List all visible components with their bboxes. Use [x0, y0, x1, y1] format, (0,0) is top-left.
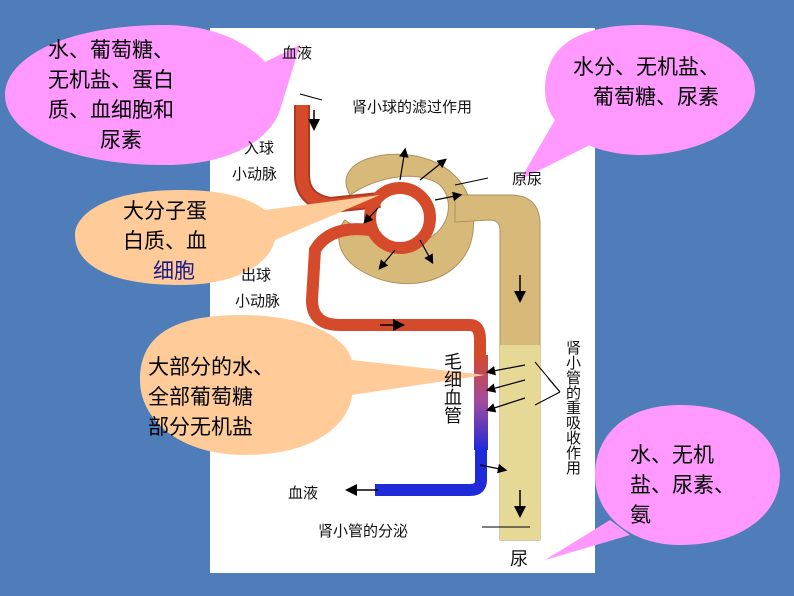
bubble-line: 尿素 — [100, 128, 142, 152]
glomerulus — [364, 182, 436, 254]
label-capillary: 毛细血管 — [441, 352, 462, 424]
bubble-line: 盐、尿素、 — [630, 473, 735, 497]
bubble-top-left: 水、葡萄糖、 无机盐、蛋白 质、血细胞和 尿素 — [48, 35, 248, 155]
bubble-lower-left: 大部分的水、 全部葡萄糖 部分无机盐 — [148, 352, 348, 442]
label-reabsorption: 肾小管的重吸收作用 — [564, 340, 582, 475]
bubble-line: 全部葡萄糖 — [148, 385, 253, 409]
bubble-line: 质、血细胞和 — [48, 98, 174, 122]
label-blood-out: 血液 — [288, 484, 319, 502]
efferent-arteriole — [305, 223, 486, 360]
bubble-top-right-shape — [520, 25, 755, 180]
bubble-top-left-shape — [5, 25, 300, 165]
bubble-mid-left: 大分子蛋 白质、血 细胞 — [123, 196, 253, 286]
peritubular-capillary — [474, 355, 488, 450]
bubble-line: 白质、血 — [123, 229, 207, 253]
bowman-capsule — [338, 153, 475, 285]
label-efferent-arteriole: 出球 小动脉 — [235, 262, 280, 314]
label-afferent-arteriole: 入球 小动脉 — [232, 135, 277, 187]
bubble-line: 大分子蛋 — [123, 199, 207, 223]
label-line: 小动脉 — [235, 292, 281, 310]
label-primary-urine: 原尿 — [512, 170, 543, 188]
label-line: 入球 — [244, 139, 275, 157]
label-blood-in: 血液 — [282, 44, 313, 62]
label-line: 小动脉 — [232, 165, 278, 183]
label-line: 出球 — [241, 266, 272, 284]
bubble-line: 水、无机 — [630, 443, 714, 467]
label-glomerulus-filtration: 肾小球的滤过作用 — [352, 98, 473, 116]
bubble-lower-left-shape — [140, 315, 485, 455]
bubble-top-right: 水分、无机盐、 葡萄糖、尿素 — [573, 52, 763, 112]
bubble-line: 葡萄糖、尿素 — [593, 85, 719, 109]
bubble-line: 部分无机盐 — [148, 415, 253, 439]
bubble-mid-left-shape — [75, 190, 380, 285]
vein — [375, 450, 487, 496]
label-secretion: 肾小管的分泌 — [318, 522, 409, 540]
label-urine: 尿 — [510, 549, 528, 570]
bubble-line: 水、葡萄糖、 — [48, 38, 174, 62]
bubble-line: 水分、无机盐、 — [573, 55, 720, 79]
bubble-line: 无机盐、蛋白 — [48, 68, 174, 92]
bubble-line: 氨 — [630, 503, 651, 527]
bubble-bottom-right-shape — [545, 405, 780, 560]
bubble-line: 大部分的水、 — [148, 355, 274, 379]
bubble-bottom-right: 水、无机 盐、尿素、 氨 — [630, 440, 780, 530]
bubble-line: 细胞 — [153, 259, 195, 283]
